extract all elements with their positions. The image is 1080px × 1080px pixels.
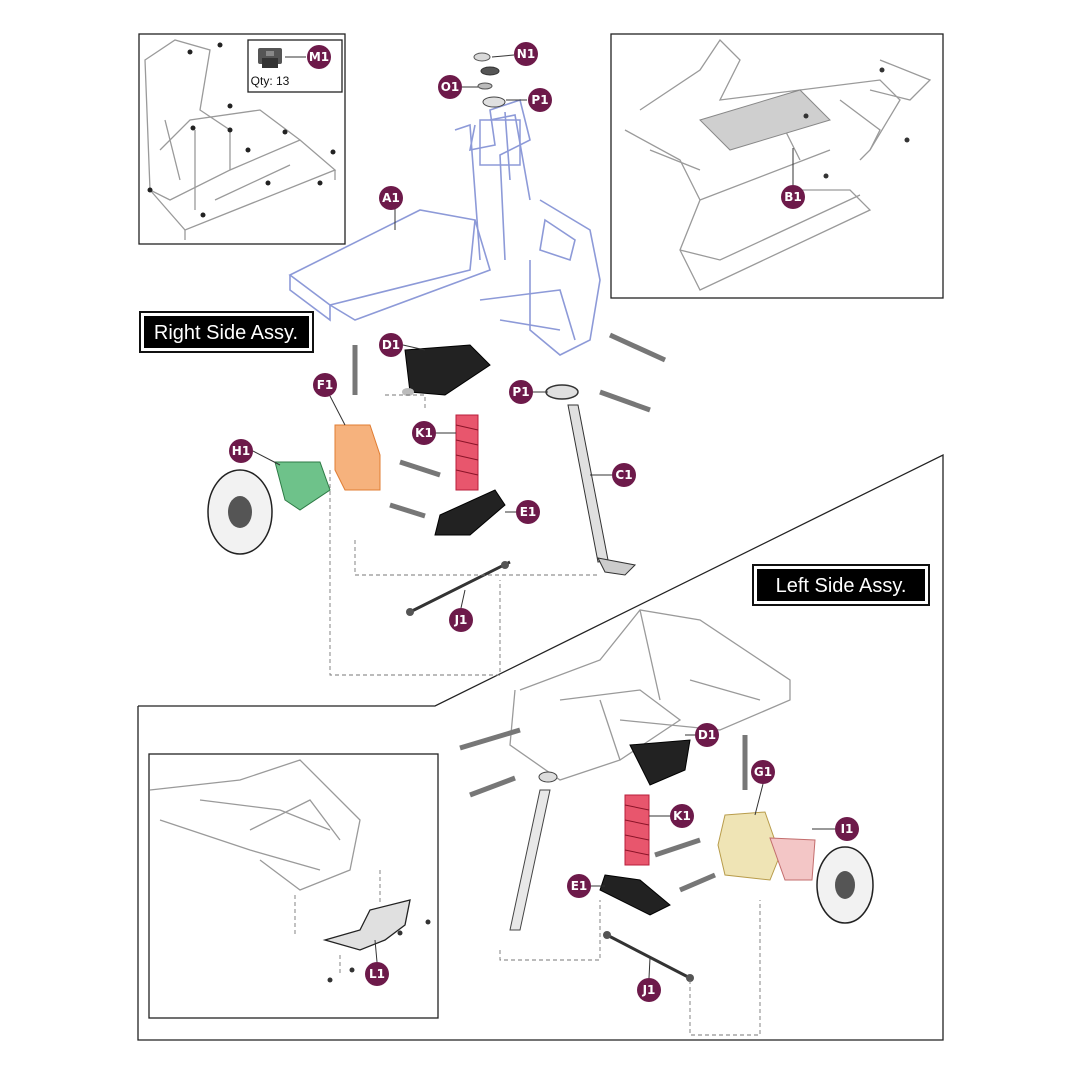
left-steering-column: [509, 771, 558, 931]
right-lower-arm-e1: [434, 489, 506, 536]
clip-nut-m1-icon: [258, 48, 282, 68]
left-bolts: [459, 727, 748, 893]
svg-text:A1: A1: [382, 191, 400, 205]
callout-g1: G1: [751, 760, 775, 816]
svg-text:H1: H1: [232, 444, 250, 458]
right-bolts: [352, 332, 667, 519]
svg-text:P1: P1: [531, 93, 548, 107]
svg-text:D1: D1: [698, 728, 716, 742]
bearing-stack-top: [473, 52, 506, 108]
right-shock-k1: [455, 414, 479, 491]
svg-text:J1: J1: [454, 613, 468, 627]
skid-plate-inset-drawing: [149, 759, 431, 983]
steering-column-c1: [567, 404, 637, 576]
svg-text:I1: I1: [841, 822, 854, 836]
right-knuckle-h1: [274, 461, 331, 511]
inset-frame-hardware: [138, 33, 346, 245]
seat-bracket-inset-drawing: [624, 38, 932, 291]
svg-text:B1: B1: [784, 190, 802, 204]
right-upper-arm-d1: [402, 344, 491, 396]
callout-j1-left: J1: [637, 957, 661, 1002]
frame-hardware-inset-drawing: [144, 39, 337, 240]
left-dashed-leaders: [499, 900, 761, 1036]
svg-text:L1: L1: [369, 967, 385, 981]
svg-text:J1: J1: [642, 983, 656, 997]
callout-p1-right: P1: [509, 380, 548, 404]
svg-text:F1: F1: [317, 378, 334, 392]
callout-d1-left: D1: [685, 723, 719, 747]
callout-c1: C1: [590, 463, 636, 487]
right-side-label: Right Side Assy.: [154, 322, 298, 344]
svg-text:D1: D1: [382, 338, 400, 352]
svg-text:K1: K1: [673, 809, 691, 823]
callout-e1-right: E1: [505, 500, 540, 524]
svg-text:O1: O1: [441, 80, 460, 94]
callout-l1: L1: [365, 939, 389, 986]
left-tie-rod-j1: [603, 931, 694, 982]
right-side-label-box: [139, 311, 314, 353]
callout-f1: F1: [313, 373, 346, 426]
left-side-panel: [137, 453, 944, 1041]
left-knuckle-i1: [769, 837, 816, 881]
left-upper-arm-d1: [629, 739, 691, 786]
callout-h1: H1: [229, 439, 281, 466]
main-frame-a1: [288, 98, 601, 356]
right-bushing-p1: [545, 384, 579, 400]
svg-text:N1: N1: [517, 47, 535, 61]
callout-j1-right: J1: [449, 589, 473, 632]
left-bracket-g1: [717, 811, 781, 881]
right-bracket-f1: [334, 424, 381, 491]
svg-text:G1: G1: [754, 765, 772, 779]
callout-a1: A1: [379, 186, 403, 230]
right-tie-rod-j1: [406, 560, 511, 616]
callout-k1-left: K1: [649, 804, 694, 828]
left-side-label: Left Side Assy.: [776, 575, 907, 597]
svg-text:M1: M1: [309, 50, 329, 64]
left-lower-arm-e1: [599, 874, 671, 916]
svg-text:C1: C1: [615, 468, 632, 482]
svg-text:E1: E1: [571, 879, 588, 893]
callout-d1-right: D1: [379, 333, 426, 357]
callout-k1-right: K1: [412, 421, 456, 445]
inset-qty-text: Qty: 13: [251, 74, 290, 88]
left-frame-drawing: [509, 609, 791, 781]
callout-n1: N1: [491, 42, 538, 66]
right-dashed-leaders: [329, 394, 600, 676]
right-brake-disc: [207, 469, 273, 555]
callout-m1: M1: [285, 45, 331, 69]
svg-text:K1: K1: [415, 426, 433, 440]
callout-i1: I1: [812, 817, 859, 841]
callout-b1: B1: [781, 148, 805, 209]
callout-p1-top: P1: [506, 88, 552, 112]
callout-o1: O1: [438, 75, 478, 99]
svg-text:E1: E1: [520, 505, 537, 519]
svg-text:P1: P1: [512, 385, 529, 399]
left-brake-disc: [816, 846, 874, 924]
left-shock-k1: [624, 794, 650, 866]
inset-frame-skid-plate: [148, 753, 439, 1019]
left-side-label-box: [752, 564, 930, 606]
callout-e1-left: E1: [567, 874, 605, 898]
inset-frame-seat-bracket: [610, 33, 944, 299]
